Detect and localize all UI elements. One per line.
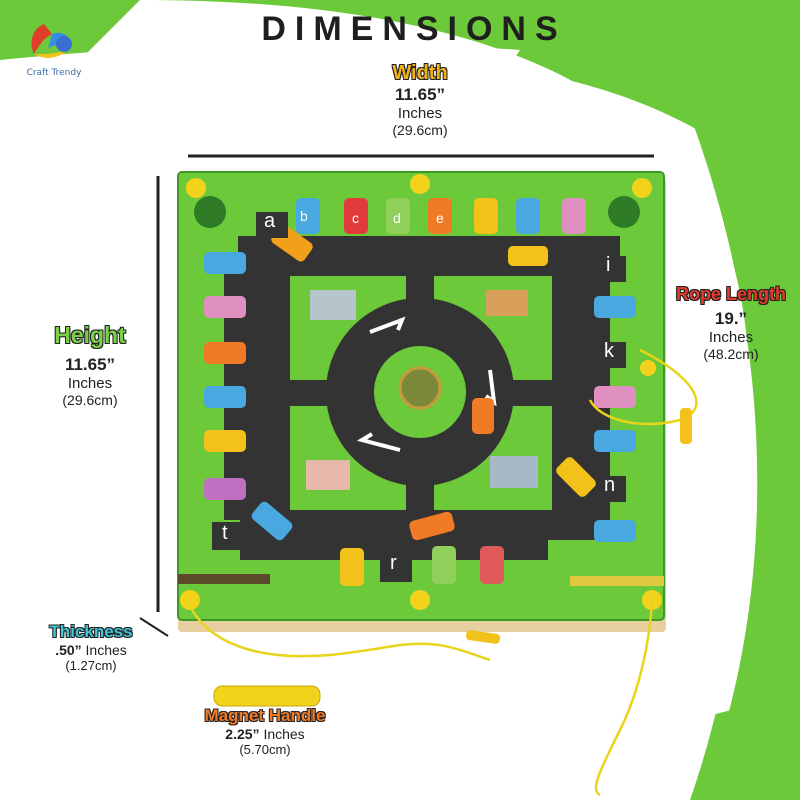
rope-length-dimension: Rope Length 19.” Inches (48.2cm) — [664, 284, 798, 362]
arrow-icon — [369, 316, 406, 334]
letter-tile — [380, 552, 412, 582]
thickness-value-line: .50” Inches — [34, 642, 148, 658]
letter-tile — [256, 212, 288, 238]
magnet-handle-dimension: Magnet Handle 2.25” Inches (5.70cm) — [180, 706, 350, 757]
width-unit: Inches — [397, 105, 443, 122]
board-letter: c — [352, 210, 359, 226]
height-metric: (29.6cm) — [62, 392, 118, 408]
handle-slot — [570, 576, 664, 586]
tree-icon — [194, 196, 226, 228]
roundabout-bush — [398, 366, 442, 410]
parked-cars-top — [296, 198, 586, 234]
magnet-dot — [410, 174, 430, 194]
thickness-value: .50” — [55, 642, 82, 658]
tree-icon — [608, 196, 640, 228]
magnet-dot — [410, 590, 430, 610]
thickness-metric: (1.27cm) — [65, 658, 117, 673]
rope-connector — [680, 408, 692, 444]
car-icon — [251, 501, 293, 541]
road-east — [510, 380, 610, 406]
magnet-dot — [180, 590, 200, 610]
letter-tile — [596, 256, 626, 282]
car-icon — [409, 511, 455, 541]
board-letter: t — [222, 522, 228, 544]
magnet-handle-value: 2.25” — [225, 726, 260, 742]
thickness-unit: Inches — [85, 642, 127, 658]
building-icon — [490, 456, 538, 488]
width-value: 11.65” — [394, 85, 446, 104]
letter-tile — [596, 342, 626, 368]
green-swoosh-right — [640, 0, 800, 800]
parked-cars-left — [204, 252, 246, 500]
letter-tile — [596, 476, 626, 502]
magnet-dot — [632, 178, 652, 198]
rope-length-label: Rope Length — [676, 284, 786, 304]
letter-tile — [212, 522, 244, 550]
brand-logo: Craft Trendy — [14, 14, 94, 78]
page-title: DIMENSIONS — [261, 10, 567, 48]
height-dimension: Height 11.65” Inches (29.6cm) — [30, 322, 150, 408]
board-letter: e — [436, 210, 444, 226]
building-icon — [310, 290, 356, 320]
road-north — [406, 262, 434, 302]
board-letter: k — [604, 340, 614, 362]
width-metric: (29.6cm) — [392, 122, 448, 138]
magnet-handle-label: Magnet Handle — [204, 706, 326, 725]
board-letter: r — [390, 552, 397, 574]
magnet-handle-metric: (5.70cm) — [239, 742, 291, 757]
height-unit: Inches — [67, 375, 113, 392]
building-icon — [486, 290, 528, 316]
board-letter: b — [300, 208, 308, 224]
arrow-icon — [356, 432, 401, 452]
height-label: Height — [54, 322, 126, 348]
rope-length-value: 19.” — [714, 309, 748, 328]
board-letter: n — [604, 474, 616, 496]
rope — [594, 599, 654, 797]
handle-slot — [178, 574, 270, 584]
brand-logo-text: Craft Trendy — [26, 68, 82, 78]
width-label: Width — [392, 62, 448, 84]
rope-length-metric: (48.2cm) — [703, 346, 759, 362]
magnet-handle-value-line: 2.25” Inches — [180, 726, 350, 742]
board-letter: i — [606, 254, 611, 276]
magnet-dot — [186, 178, 206, 198]
thickness-label: Thickness — [49, 622, 133, 641]
board-letter: d — [393, 210, 401, 226]
board-letter: a — [264, 210, 276, 232]
road-south — [406, 482, 434, 522]
parked-cars-right — [594, 296, 636, 542]
width-dimension: Width 11.65” Inches (29.6cm) — [330, 62, 510, 138]
car-icon — [472, 398, 494, 434]
magnet-handle-unit: Inches — [263, 726, 305, 742]
building-icon — [306, 460, 350, 490]
height-value: 11.65” — [64, 355, 116, 374]
thickness-measure-line — [139, 617, 169, 637]
rope-connector — [465, 630, 501, 644]
rope-length-unit: Inches — [708, 329, 754, 346]
magnet-dot — [640, 360, 656, 376]
car-icon — [556, 457, 596, 497]
car-icon — [508, 246, 548, 266]
road-west — [262, 380, 330, 406]
thickness-dimension: Thickness .50” Inches (1.27cm) — [34, 622, 148, 673]
brand-logo-icon — [31, 24, 72, 58]
rope — [186, 601, 491, 662]
parked-cars-bottom — [340, 546, 504, 586]
magnet-handle — [213, 685, 321, 707]
